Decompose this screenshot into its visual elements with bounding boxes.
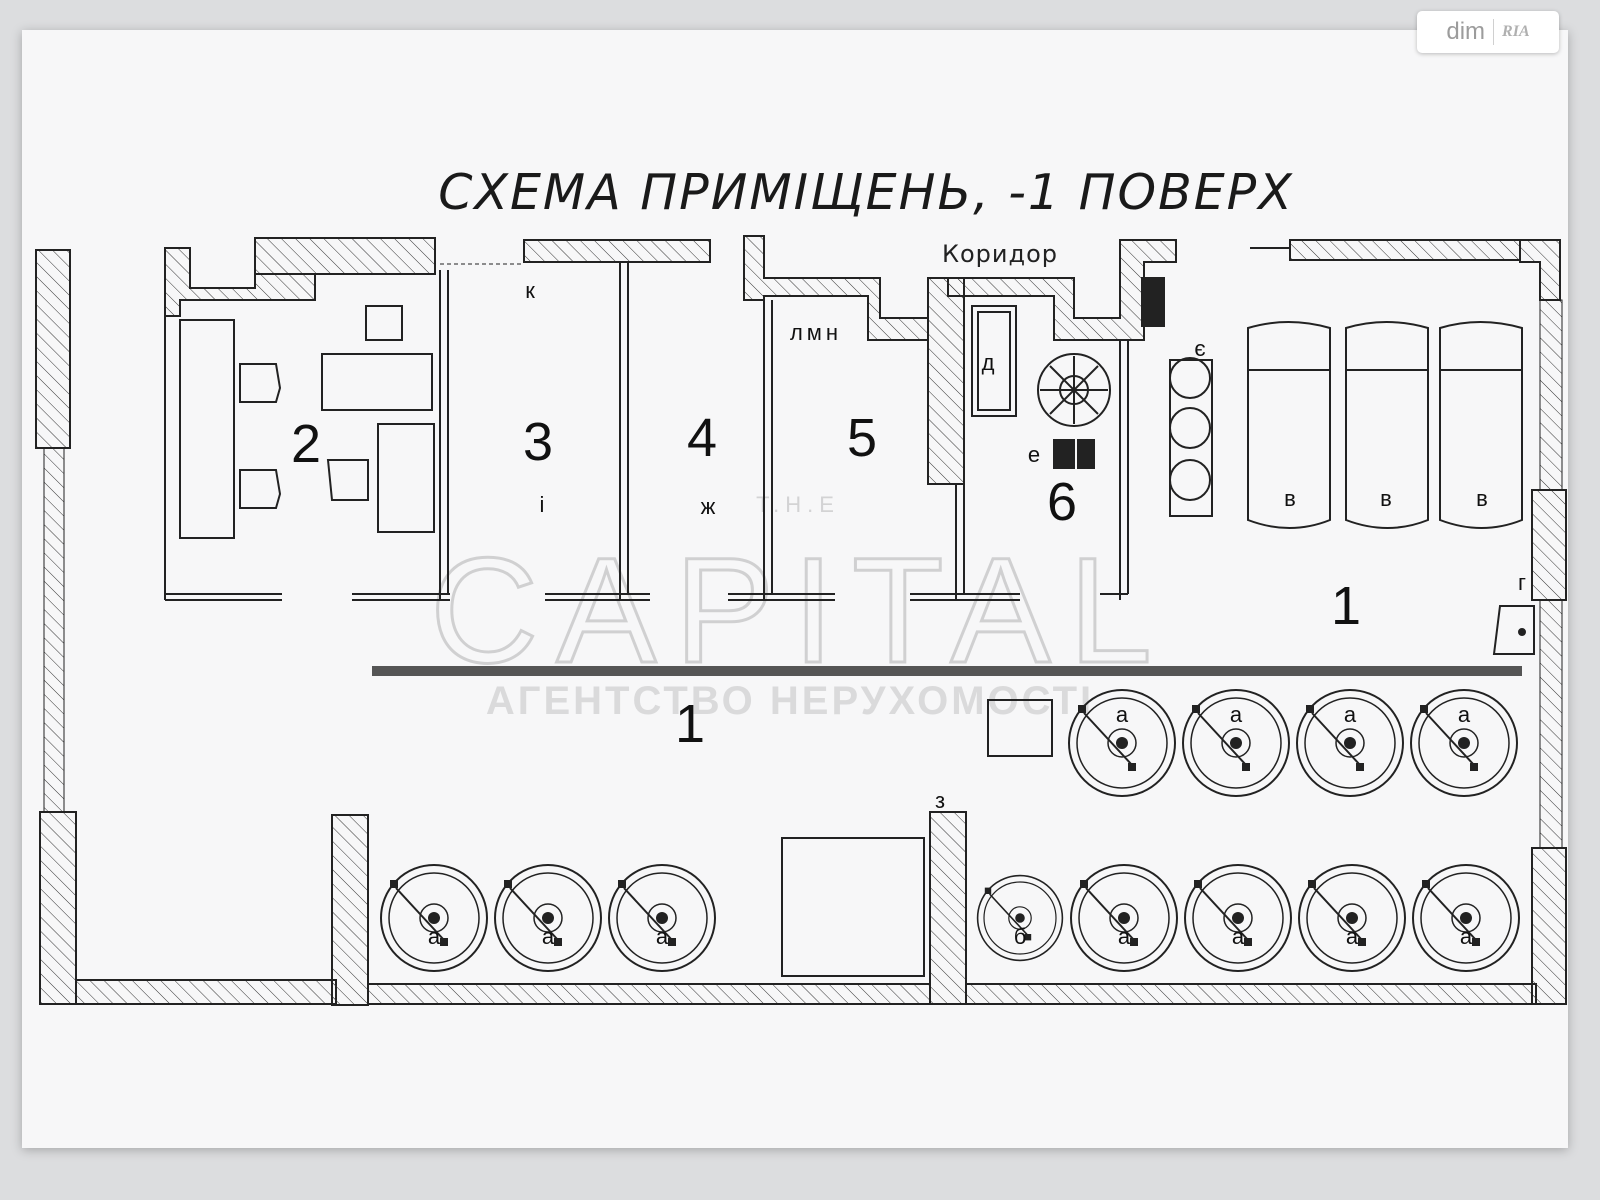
tank-label-v-1: в [1284, 486, 1296, 511]
equipment-box-large [781, 837, 925, 977]
badge-divider [1493, 19, 1495, 45]
office-furniture [179, 305, 435, 539]
inner-top-walls [164, 235, 1177, 485]
room-1-upper-label: 1 [1331, 576, 1361, 636]
sink [1492, 605, 1535, 655]
tank-label-a-u1: а [1116, 702, 1129, 727]
tank-label-a-l6: а [1346, 924, 1359, 949]
room-5-label: 5 [847, 408, 877, 468]
partitions [164, 247, 1290, 601]
tank-label-b: б [1014, 924, 1027, 949]
room-2-label: 2 [291, 414, 321, 474]
watermark-top: T.H.E [756, 492, 840, 517]
tank-label-a-l5: а [1232, 924, 1245, 949]
outer-walls [35, 239, 1567, 1006]
label-i: і [540, 492, 545, 517]
room-3-label: 3 [523, 412, 553, 472]
plan-title: СХЕМА ПРИМІЩЕНЬ, -1 ПОВЕРХ [438, 164, 1294, 221]
room-4-label: 4 [687, 408, 717, 468]
paper-sheet [22, 30, 1568, 1148]
tank-label-a-l7: а [1460, 924, 1473, 949]
tank-label-a-u3: а [1344, 702, 1357, 727]
tank-label-a-l1: а [428, 924, 441, 949]
corridor-label: Коридор [942, 240, 1058, 268]
label-lmn: лмн [790, 320, 842, 345]
pipe-line [372, 666, 1522, 676]
tank-label-a-l2: а [542, 924, 555, 949]
label-e: е [1028, 442, 1040, 467]
label-d: д [982, 350, 995, 375]
label-zh: ж [701, 494, 716, 519]
vertical-tanks [1247, 321, 1523, 529]
equipment-box-small [987, 699, 1053, 757]
dim-ria-badge[interactable]: dim RIA [1417, 11, 1559, 53]
badge-dim-text: dim [1446, 18, 1486, 45]
room6-equipment [971, 277, 1213, 517]
upper-tank-row [1068, 689, 1518, 797]
label-g: г [1518, 570, 1526, 595]
label-k: к [525, 278, 535, 303]
tank-label-a-l3: а [656, 924, 669, 949]
tank-label-v-3: в [1476, 486, 1488, 511]
label-z: з [935, 788, 945, 813]
room-1-lower-label: 1 [675, 694, 705, 754]
tank-label-a-u4: а [1458, 702, 1471, 727]
room-6-label: 6 [1047, 472, 1077, 532]
badge-ria-text: RIA [1502, 23, 1530, 40]
label-ye: є [1194, 336, 1205, 361]
tank-label-a-l4: а [1118, 924, 1131, 949]
tank-label-v-2: в [1380, 486, 1392, 511]
tank-label-a-u2: а [1230, 702, 1243, 727]
